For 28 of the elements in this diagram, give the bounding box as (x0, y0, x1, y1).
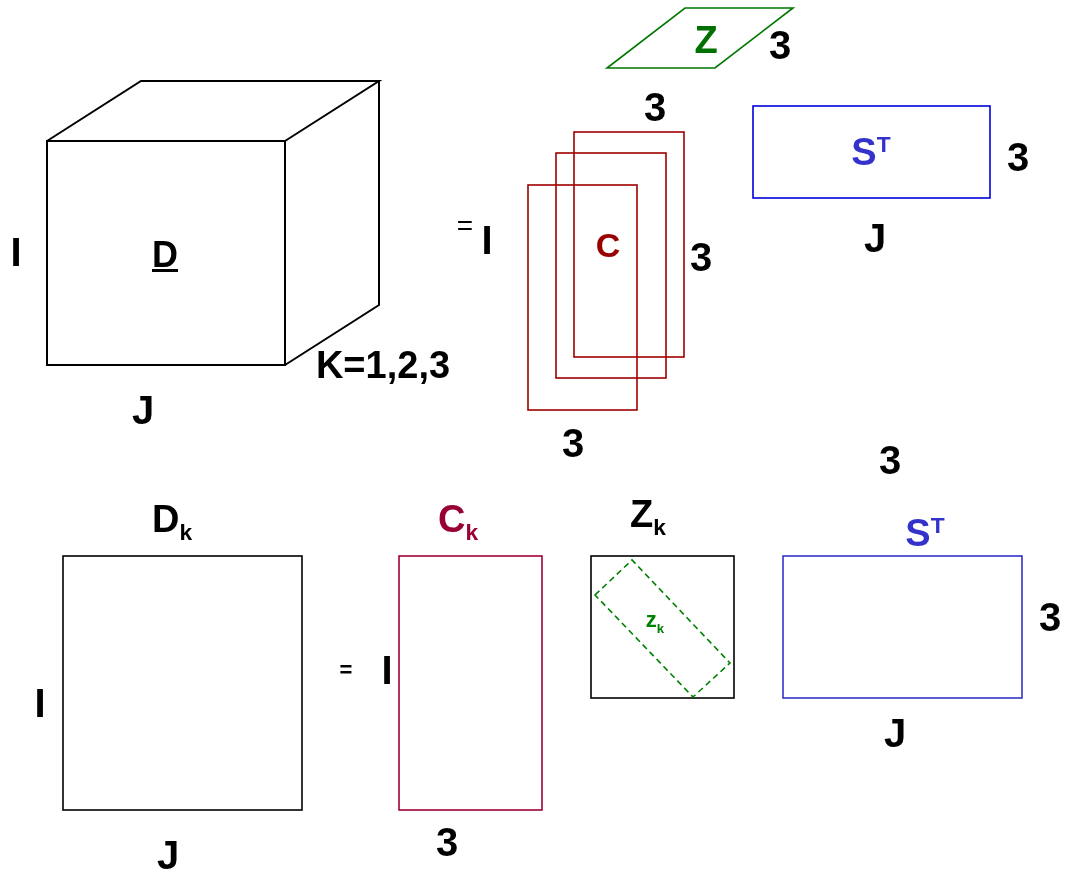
equals-sign: = (456, 212, 474, 240)
matrix-label: S$^{T}$ (905, 513, 945, 553)
dimension-label: I (381, 650, 393, 690)
equals-sign: = (339, 659, 353, 681)
dimension-label: I (481, 220, 493, 260)
dimension-label: J (883, 713, 907, 753)
dimension-label: J (863, 218, 887, 258)
matrix-label: C$_{k}$ (437, 499, 479, 545)
dimension-label: 3 (1006, 137, 1030, 177)
dimension-label: I (34, 683, 46, 723)
dimension-label: J (156, 835, 180, 875)
matrix-label: D$_{k}$ (151, 499, 193, 545)
matrix-label: S$^{T}$ (851, 132, 891, 172)
matrix-label: Z (694, 21, 718, 59)
dimension-label: 3 (561, 423, 585, 463)
matrix-label: C (595, 228, 621, 262)
matrix-label: D (152, 237, 178, 273)
dimension-label: 3 (689, 237, 713, 277)
dimension-label: I (10, 232, 22, 272)
dimension-label: K=1,2,3 (315, 346, 451, 384)
matrix-label: z$_{k}$ (645, 609, 665, 635)
dimension-label: 3 (435, 822, 459, 862)
dimension-label: 3 (1038, 597, 1062, 637)
dimension-label: 3 (878, 440, 902, 480)
matrix-label: Z$_{k}$ (630, 494, 666, 540)
dimension-label: J (131, 390, 155, 430)
dimension-label: 3 (643, 87, 667, 127)
dimension-label: 3 (768, 25, 792, 65)
